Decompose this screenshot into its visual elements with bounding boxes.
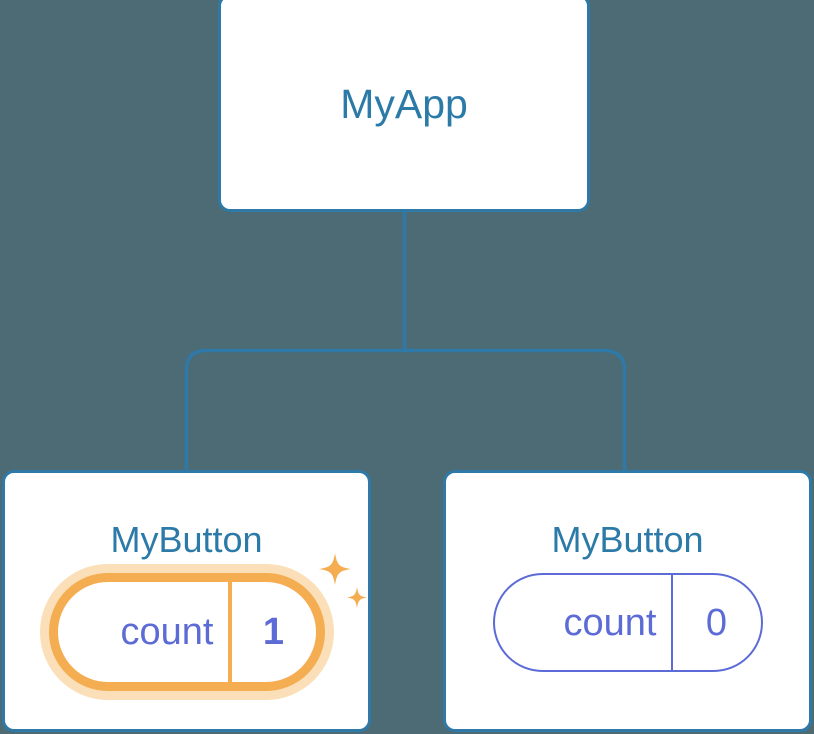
- state-pill[interactable]: count 0: [492, 573, 763, 672]
- state-pill-container: count 1: [5, 553, 368, 691]
- component-node-myapp[interactable]: MyApp: [218, 0, 590, 212]
- node-title: MyApp: [340, 81, 468, 127]
- component-node-mybutton-right[interactable]: MyButton count 0: [443, 470, 812, 732]
- sparkles-icon: [318, 553, 367, 608]
- node-title: MyButton: [551, 519, 704, 560]
- component-node-mybutton-left[interactable]: MyButton count 1: [2, 470, 371, 732]
- state-pill-container: count 0: [446, 573, 809, 672]
- state-pill-highlighted[interactable]: count 1: [48, 573, 325, 691]
- state-key: count: [563, 601, 657, 644]
- edge-branch-bus: [184, 348, 627, 478]
- state-key: count: [120, 611, 214, 653]
- node-title: MyButton: [110, 519, 263, 560]
- state-value: 1: [227, 582, 316, 682]
- state-value: 0: [670, 575, 761, 670]
